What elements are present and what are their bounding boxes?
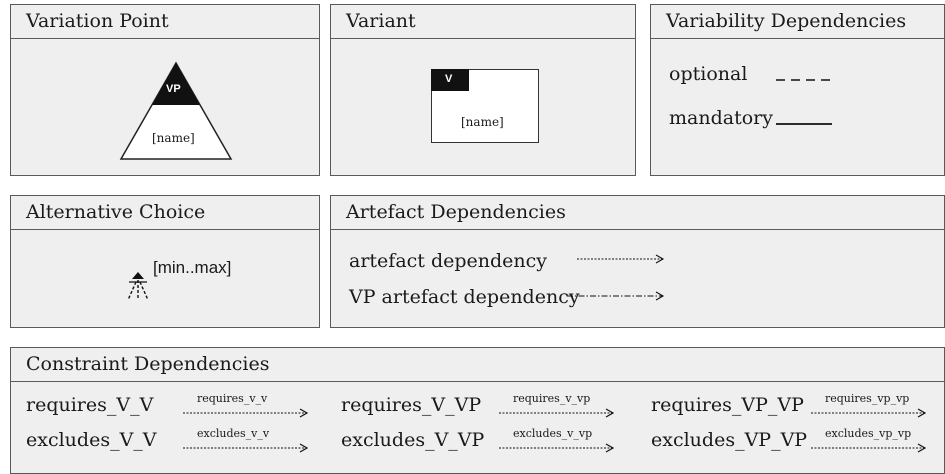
constraint-arrow-label: requires_v_vp bbox=[513, 392, 591, 405]
constraint-arrow bbox=[183, 443, 309, 453]
constraint-arrow-label: requires_vp_vp bbox=[825, 392, 910, 405]
constraint-arrow-label: excludes_vp_vp bbox=[825, 427, 912, 440]
optional-label: optional bbox=[669, 63, 748, 85]
constraint-label: excludes_V_VP bbox=[341, 429, 485, 451]
vp-triangle-icon bbox=[119, 61, 233, 160]
constraint-arrow-label: excludes_v_v bbox=[197, 427, 270, 440]
alternative-choice-title: Alternative Choice bbox=[11, 196, 319, 230]
constraint-label: requires_V_V bbox=[26, 394, 154, 416]
variation-point-body: VP [name] bbox=[11, 39, 319, 175]
alternative-choice-icon bbox=[127, 272, 149, 301]
vp-tag: VP bbox=[166, 83, 181, 95]
alternative-range: [min..max] bbox=[153, 258, 232, 277]
variability-dependencies-panel: Variability Dependencies optional mandat… bbox=[650, 4, 945, 176]
artefact-dependencies-title: Artefact Dependencies bbox=[331, 196, 944, 230]
variant-tag-box bbox=[431, 69, 469, 91]
constraint-arrow bbox=[811, 443, 927, 453]
constraint-dependencies-body: requires_V_V requires_v_v requires_V_VP req… bbox=[11, 382, 944, 473]
variant-panel: Variant V [name] bbox=[330, 4, 636, 176]
artefact-dependencies-body: artefact dependency VP artefact dependen… bbox=[331, 230, 944, 327]
constraint-dependencies-title: Constraint Dependencies bbox=[11, 348, 944, 382]
constraint-arrow-label: requires_v_v bbox=[197, 392, 268, 405]
artefact-dependencies-panel: Artefact Dependencies artefact dependenc… bbox=[330, 195, 945, 328]
constraint-arrow bbox=[183, 408, 309, 418]
vp-triangle-outline bbox=[119, 61, 233, 160]
variant-name: [name] bbox=[461, 115, 504, 129]
variation-point-panel: Variation Point VP [name] bbox=[10, 4, 320, 176]
variant-title: Variant bbox=[331, 5, 635, 39]
constraint-label: excludes_V_V bbox=[26, 429, 157, 451]
variability-dependencies-title: Variability Dependencies bbox=[651, 5, 944, 39]
constraint-arrow bbox=[499, 408, 615, 418]
variant-tag: V bbox=[445, 73, 453, 85]
variability-dependencies-body: optional mandatory bbox=[651, 39, 944, 175]
variant-body: V [name] bbox=[331, 39, 635, 175]
constraint-label: requires_VP_VP bbox=[651, 394, 804, 416]
vp-triangle-tip bbox=[152, 63, 200, 105]
vp-artefact-dependency-arrow bbox=[567, 291, 665, 301]
constraint-label: excludes_VP_VP bbox=[651, 429, 808, 451]
vp-artefact-dependency-label: VP artefact dependency bbox=[349, 286, 580, 308]
constraint-arrow-label: excludes_v_vp bbox=[513, 427, 593, 440]
optional-dashed-line bbox=[776, 79, 836, 81]
variation-point-title: Variation Point bbox=[11, 5, 319, 39]
artefact-dependency-arrow bbox=[577, 254, 665, 264]
constraint-label: requires_V_VP bbox=[341, 394, 482, 416]
alternative-choice-body: [min..max] bbox=[11, 230, 319, 327]
vp-name: [name] bbox=[152, 131, 195, 145]
constraint-arrow bbox=[811, 408, 927, 418]
constraint-arrow bbox=[499, 443, 615, 453]
mandatory-solid-line bbox=[776, 123, 832, 125]
alternative-choice-panel: Alternative Choice [min..max] bbox=[10, 195, 320, 328]
artefact-dependency-label: artefact dependency bbox=[349, 250, 548, 272]
mandatory-label: mandatory bbox=[669, 107, 773, 129]
